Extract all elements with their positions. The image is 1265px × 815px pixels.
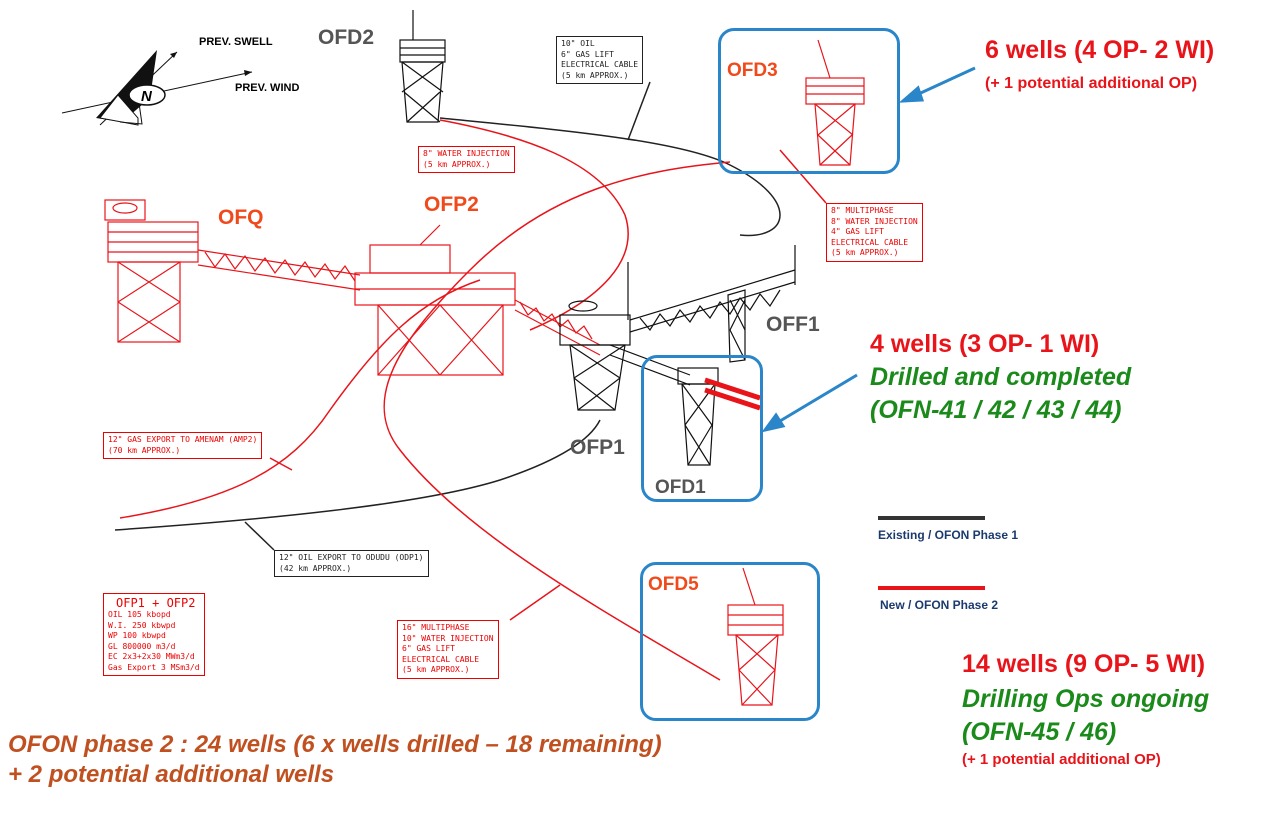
callout-line: 10" OIL	[561, 39, 595, 48]
ofd1-bridge-new	[704, 377, 761, 411]
ofd1-ids: (OFN-41 / 42 / 43 / 44)	[870, 396, 1122, 424]
callout-line: 6" GAS LIFT	[402, 644, 455, 653]
ofp1-label: OFP1	[570, 436, 625, 459]
callout-line: 10" WATER INJECTION	[402, 633, 494, 643]
callout-line: (42 km APPROX.)	[279, 563, 352, 573]
callout-line: (5 km APPROX.)	[831, 248, 899, 257]
ofd2-water-injection-callout: 8" WATER INJECTION (5 km APPROX.)	[418, 146, 515, 173]
callout-arrows	[761, 66, 976, 433]
ofd3-label: OFD3	[727, 60, 778, 81]
ofp2-label: OFP2	[424, 193, 479, 216]
summary-line-1: OFON phase 2 : 24 wells (6 x wells drill…	[8, 731, 662, 758]
capacity-row: WP 100 kbwpd	[108, 631, 166, 640]
callout-line: (5 km APPROX.)	[402, 665, 470, 674]
ofp2-platform-icon	[354, 224, 601, 376]
ofd2-existing-pipe-callout: 10" OIL 6" GAS LIFT ELECTRICAL CABLE (5 …	[556, 36, 644, 84]
ofd5-ids: (OFN-45 / 46)	[962, 718, 1117, 746]
callout-line: ELECTRICAL CABLE	[561, 60, 639, 69]
callout-line: 12" OIL EXPORT TO ODUDU (ODP1)	[279, 553, 424, 562]
legend-new-label: New / OFON Phase 2	[880, 598, 999, 612]
callout-line: (5 km APPROX.)	[423, 159, 491, 169]
ofd1-label: OFD1	[655, 477, 706, 498]
ofd5-label: OFD5	[648, 574, 699, 595]
callout-line: 12" GAS EXPORT TO AMENAM (AMP2)	[108, 435, 258, 444]
ofd5-platform-icon	[727, 567, 784, 706]
ofd5-wells: 14 wells (9 OP- 5 WI)	[962, 650, 1206, 678]
callout-line: 8" WATER INJECTION	[423, 149, 510, 158]
ofd3-wells: 6 wells (4 OP- 2 WI)	[985, 36, 1215, 64]
callout-line: ELECTRICAL CABLE	[831, 237, 909, 247]
callout-line: 8" MULTIPHASE	[831, 206, 894, 215]
callout-line: 8" WATER INJECTION	[831, 216, 918, 226]
oil-export-callout: 12" OIL EXPORT TO ODUDU (ODP1) (42 km AP…	[274, 550, 429, 577]
ofd3-note: (+ 1 potential additional OP)	[985, 75, 1198, 92]
callout-line: 6" GAS LIFT	[561, 49, 614, 59]
compass-icon: N	[61, 50, 253, 126]
legend-existing-label: Existing / OFON Phase 1	[878, 528, 1019, 542]
callout-line: ELECTRICAL CABLE	[402, 654, 480, 664]
callout-line: (5 km APPROX.)	[561, 70, 629, 80]
ofd3-pipe-callout: 8" MULTIPHASE 8" WATER INJECTION 4" GAS …	[826, 203, 923, 262]
ofd5-note: (+ 1 potential additional OP)	[962, 751, 1161, 768]
callout-line: 4" GAS LIFT	[831, 227, 884, 236]
ofd2-label: OFD2	[318, 26, 375, 49]
gas-export-callout: 12" GAS EXPORT TO AMENAM (AMP2) (70 km A…	[103, 432, 263, 459]
ofd1-wells: 4 wells (3 OP- 1 WI)	[870, 330, 1100, 358]
prev-wind-label: PREV. WIND	[235, 82, 300, 94]
ofd5-highlight-box	[640, 562, 820, 721]
callout-line: 16" MULTIPHASE	[402, 623, 470, 632]
summary-line-2: + 2 potential additional wells	[8, 761, 335, 788]
ofd5-pipe-callout: 16" MULTIPHASE 10" WATER INJECTION 6" GA…	[397, 620, 499, 679]
ofd5-status: Drilling Ops ongoing	[962, 685, 1210, 713]
callout-line: (70 km APPROX.)	[108, 445, 181, 455]
off1-label: OFF1	[766, 313, 820, 336]
compass-north: N	[141, 88, 153, 105]
ofd1-status: Drilled and completed	[870, 363, 1132, 391]
ofd3-highlight-box	[718, 28, 900, 174]
ofq-platform-icon	[104, 199, 361, 343]
capacity-row: Gas Export 3 MSm3/d	[108, 662, 200, 672]
ofp1-platform-icon	[559, 245, 796, 466]
capacity-row: OIL 105 kbopd	[108, 610, 171, 619]
ofd2-platform-icon	[399, 10, 446, 123]
ofd1-highlight-box	[641, 355, 763, 502]
capacity-title: OFP1 + OFP2	[116, 596, 196, 610]
capacity-row: W.I. 250 kbwpd	[108, 620, 176, 630]
capacity-box: OFP1 + OFP2 OIL 105 kbopd W.I. 250 kbwpd…	[103, 593, 205, 676]
new-pipelines	[119, 119, 827, 681]
prev-swell-label: PREV. SWELL	[199, 36, 273, 48]
ofq-label: OFQ	[218, 206, 264, 229]
ofd3-platform-icon	[805, 39, 865, 166]
capacity-row: EC 2x3+2x30 MWm3/d	[108, 652, 195, 661]
capacity-row: GL 800000 m3/d	[108, 641, 176, 651]
